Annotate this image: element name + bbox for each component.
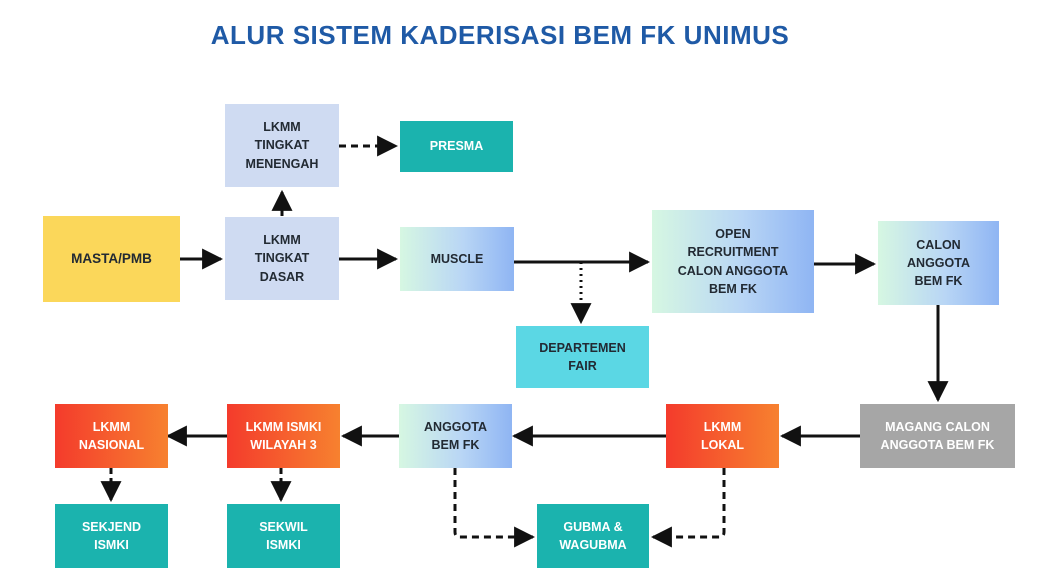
node-calon-anggota: CALON ANGGOTA BEM FK <box>878 221 999 305</box>
node-muscle: MUSCLE <box>400 227 514 291</box>
edge-anggota-bemfk-to-gubma <box>453 468 536 548</box>
node-gubma-wagubma: GUBMA & WAGUBMA <box>537 504 649 568</box>
node-masta-pmb: MASTA/PMB <box>43 216 180 302</box>
node-lkmm-nasional: LKMM NASIONAL <box>55 404 168 468</box>
node-open-recruitment: OPEN RECRUITMENT CALON ANGGOTA BEM FK <box>652 210 814 313</box>
node-lkmm-tingkat-menengah: LKMM TINGKAT MENENGAH <box>225 104 339 187</box>
node-presma: PRESMA <box>400 121 513 172</box>
node-sekjend-ismki: SEKJEND ISMKI <box>55 504 168 568</box>
edge-lkmm-lokal-to-gubma <box>650 468 726 548</box>
diagram-title: ALUR SISTEM KADERISASI BEM FK UNIMUS <box>210 20 790 50</box>
node-anggota-bemfk: ANGGOTA BEM FK <box>399 404 512 468</box>
node-departemen-fair: DEPARTEMEN FAIR <box>516 326 649 388</box>
node-lkmm-lokal: LKMM LOKAL <box>666 404 779 468</box>
node-magang-calon-anggota: MAGANG CALON ANGGOTA BEM FK <box>860 404 1015 468</box>
node-lkmm-ismki-wilayah: LKMM ISMKI WILAYAH 3 <box>227 404 340 468</box>
node-sekwil-ismki: SEKWIL ISMKI <box>227 504 340 568</box>
node-lkmm-tingkat-dasar: LKMM TINGKAT DASAR <box>225 217 339 300</box>
